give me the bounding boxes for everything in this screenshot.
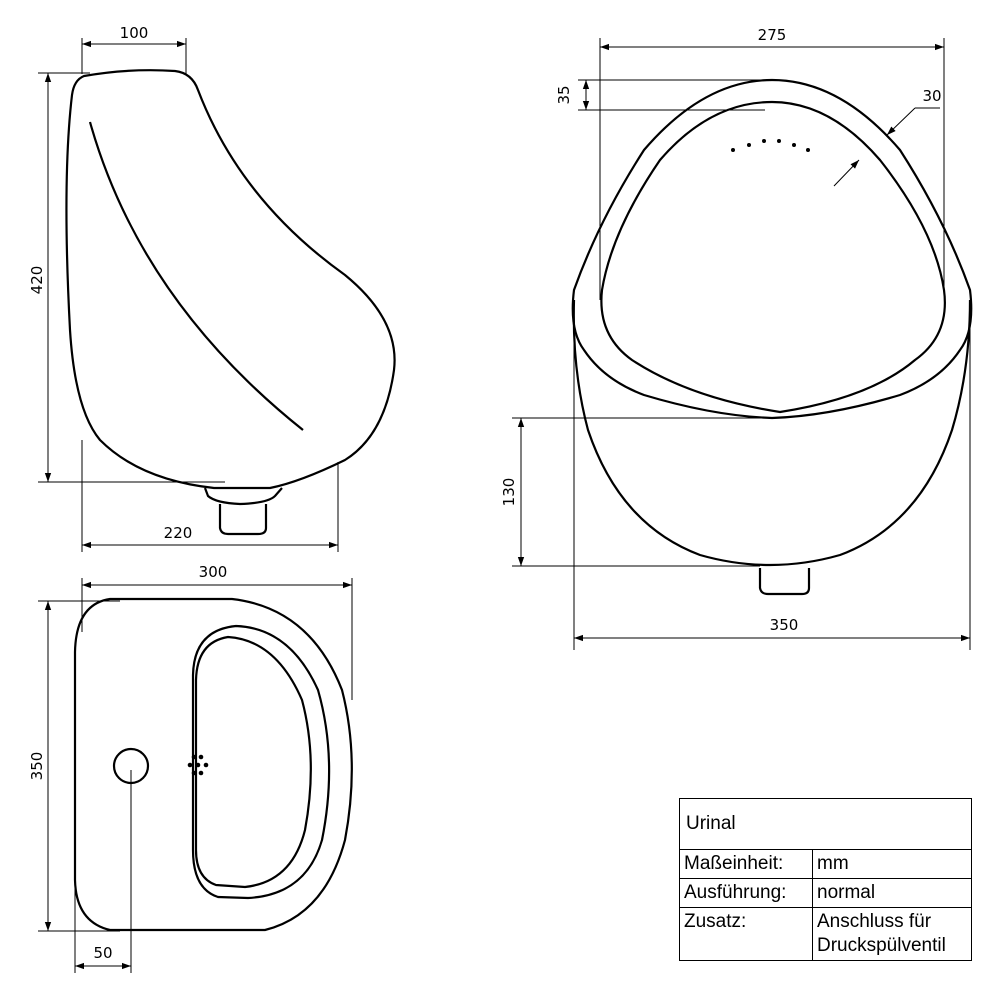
front-view-spray-holes (731, 139, 810, 152)
label-50: 50 (93, 944, 112, 962)
front-view-lower-bowl (572, 299, 972, 567)
title-block: Urinal Maßeinheit: mm Ausführung: normal… (679, 798, 972, 961)
title-block-key: Zusatz: (679, 907, 813, 961)
top-view (73, 597, 353, 932)
side-view-drain-pipe (218, 504, 268, 536)
label-100: 100 (120, 24, 149, 42)
top-view-spray-holes (187, 754, 209, 776)
title-block-value: mm (812, 849, 972, 879)
label-420: 420 (28, 266, 46, 295)
top-view-dimensions (38, 578, 353, 973)
front-view (571, 78, 973, 596)
label-350-front: 350 (770, 616, 799, 634)
top-view-rim-inner (194, 635, 312, 889)
title-block-row-unit: Maßeinheit: mm (679, 849, 972, 879)
title-block-value-line-2: Druckspülventil (817, 935, 946, 956)
title-block-value: normal (812, 878, 972, 908)
label-220: 220 (164, 524, 193, 542)
label-300: 300 (199, 563, 228, 581)
side-view-inner-curve (88, 121, 304, 431)
label-30: 30 (922, 87, 941, 105)
top-view-body-outline (73, 597, 353, 932)
dim-line-30-inner (833, 159, 860, 187)
title-block-key: Ausführung: (679, 878, 813, 908)
title-block-value: Anschluss für Druckspülventil (812, 907, 972, 961)
side-view-drain-collar (203, 487, 283, 506)
front-view-inner-bowl (600, 100, 946, 414)
front-view-upper-outline (571, 78, 973, 420)
label-130: 130 (500, 478, 518, 507)
front-view-dimensions (512, 38, 971, 650)
title-block-value-line-1: Anschluss für (817, 911, 932, 932)
title-block-row-version: Ausführung: normal (679, 878, 972, 908)
side-view-dimensions (38, 38, 339, 552)
title-block-key: Maßeinheit: (679, 849, 813, 879)
front-view-drain-pipe (758, 568, 811, 596)
title-block-row-extra: Zusatz: Anschluss für Druckspülventil (679, 907, 972, 961)
dim-line-30-outer (886, 107, 916, 136)
side-view (65, 69, 396, 536)
dimension-labels: 100 420 220 300 350 50 275 35 30 130 350 (28, 24, 942, 962)
label-35: 35 (555, 85, 573, 104)
top-view-rim-outer (191, 624, 331, 900)
side-view-body-outline (65, 69, 396, 490)
label-275: 275 (758, 26, 787, 44)
label-350-top: 350 (28, 752, 46, 781)
title-block-title: Urinal (679, 798, 972, 850)
